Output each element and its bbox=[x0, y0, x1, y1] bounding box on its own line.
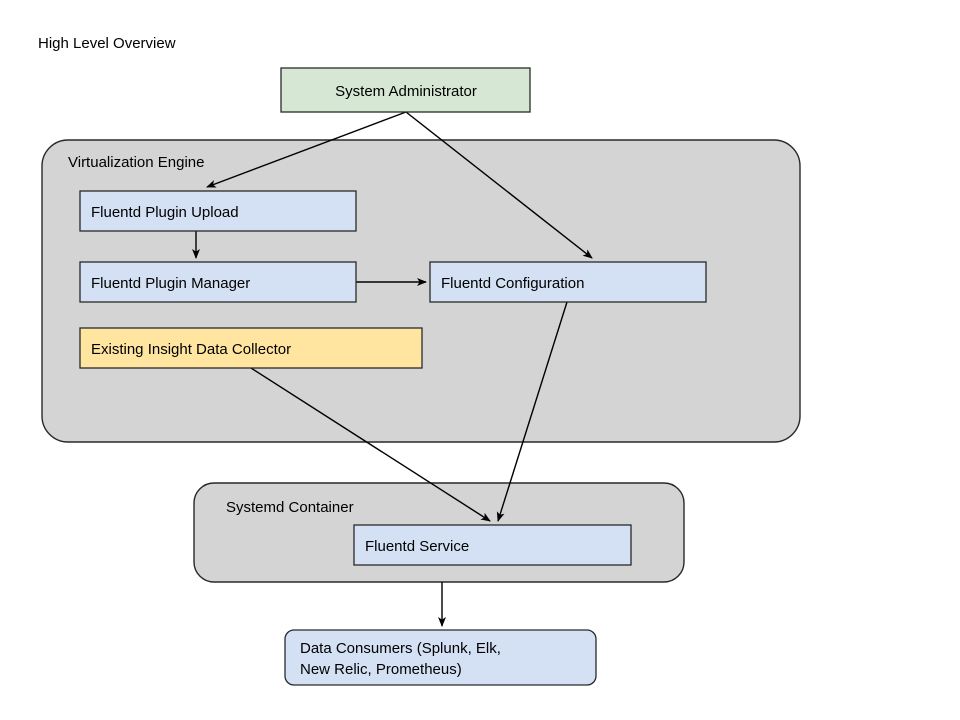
data-consumers-label-line1: Data Consumers (Splunk, Elk, bbox=[300, 640, 501, 657]
node-fluentd-service[interactable]: Fluentd Service bbox=[353, 524, 632, 566]
node-data-consumers[interactable]: Data Consumers (Splunk, Elk, New Relic, … bbox=[284, 629, 597, 686]
node-fluentd-configuration[interactable]: Fluentd Configuration bbox=[429, 261, 707, 303]
systemd-container-label: Systemd Container bbox=[226, 499, 354, 516]
edge-admin-to-configuration bbox=[405, 111, 593, 259]
fluentd-service-label: Fluentd Service bbox=[365, 538, 469, 555]
page-title: High Level Overview bbox=[38, 35, 176, 52]
node-fluentd-plugin-upload[interactable]: Fluentd Plugin Upload bbox=[79, 190, 357, 232]
data-consumers-box[interactable] bbox=[284, 629, 597, 686]
node-existing-insight-data-collector[interactable]: Existing Insight Data Collector bbox=[79, 327, 423, 369]
node-system-administrator[interactable]: System Administrator bbox=[280, 67, 531, 113]
fluentd-service-box[interactable] bbox=[353, 524, 632, 566]
node-fluentd-plugin-manager[interactable]: Fluentd Plugin Manager bbox=[79, 261, 357, 303]
system-administrator-label: System Administrator bbox=[335, 83, 477, 100]
data-consumers-label-line2: New Relic, Prometheus) bbox=[300, 661, 462, 678]
existing-insight-data-collector-box[interactable] bbox=[79, 327, 423, 369]
edge-configuration-to-fluentd-service bbox=[496, 301, 568, 522]
fluentd-plugin-manager-label: Fluentd Plugin Manager bbox=[91, 275, 250, 292]
edge-admin-to-plugin-upload bbox=[206, 111, 407, 188]
edge-layer bbox=[192, 111, 593, 627]
system-administrator-box[interactable] bbox=[280, 67, 531, 113]
fluentd-configuration-label: Fluentd Configuration bbox=[441, 275, 584, 292]
fluentd-plugin-upload-box[interactable] bbox=[79, 190, 357, 232]
fluentd-configuration-box[interactable] bbox=[429, 261, 707, 303]
virtualization-engine-label: Virtualization Engine bbox=[68, 154, 204, 171]
fluentd-plugin-upload-label: Fluentd Plugin Upload bbox=[91, 204, 239, 221]
edge-collector-to-fluentd-service bbox=[250, 367, 491, 522]
fluentd-plugin-manager-box[interactable] bbox=[79, 261, 357, 303]
existing-insight-data-collector-label: Existing Insight Data Collector bbox=[91, 341, 291, 358]
